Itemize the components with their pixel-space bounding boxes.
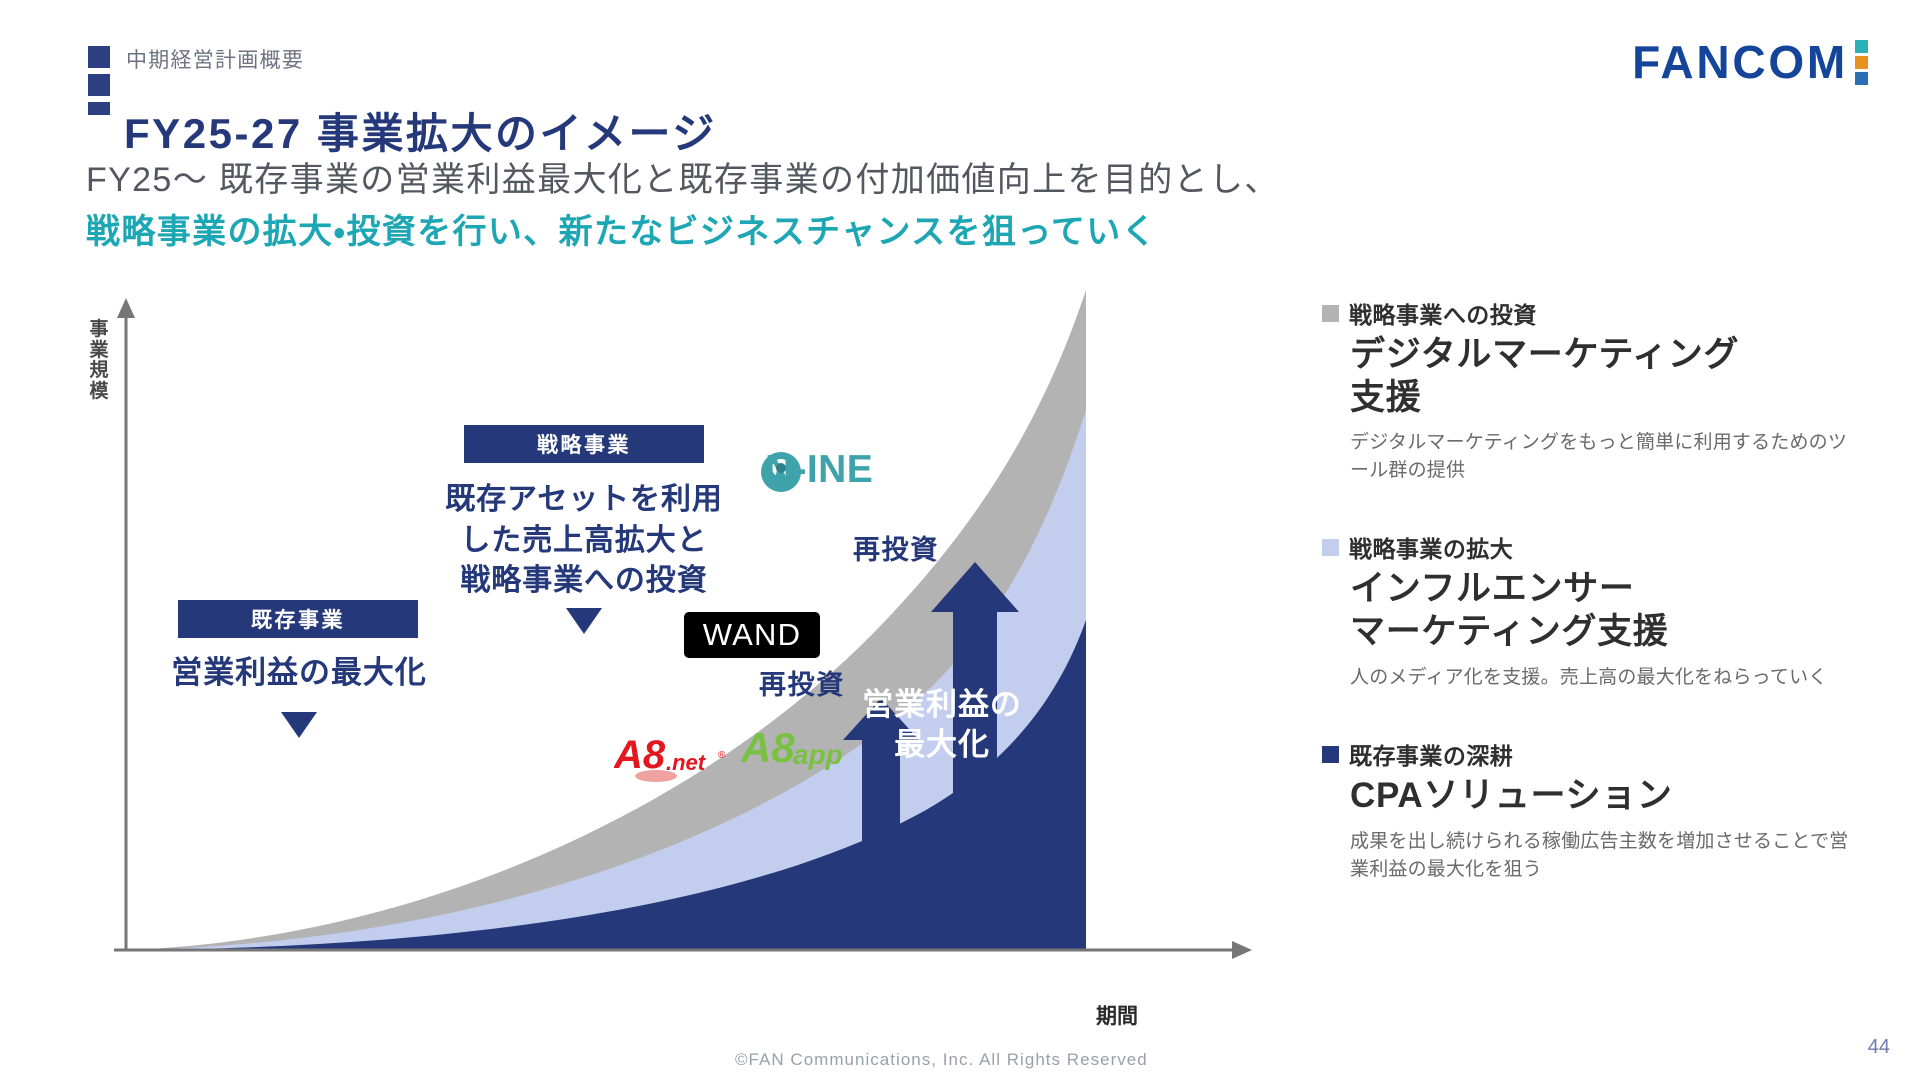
x-axis-arrowhead xyxy=(1232,941,1252,959)
legend-name-1: デジタルマーケティング 支援 xyxy=(1350,334,1862,419)
down-triangle-icon-existing xyxy=(281,712,317,738)
fancom-logo: FANCOM xyxy=(1632,38,1868,86)
legend-category-3: 既存事業の深耕 xyxy=(1349,743,1514,770)
page-title: FY25-27 事業拡大のイメージ xyxy=(124,110,717,158)
n-ine-mark-icon xyxy=(761,452,801,492)
strategic-line-1: 既存アセットを利用 xyxy=(445,483,723,516)
y-axis-label: 事業規模 xyxy=(89,319,109,402)
wand-logo: WAND xyxy=(684,612,820,658)
reinvest-label-upper: 再投資 xyxy=(853,535,939,565)
logo-square-orange xyxy=(1855,55,1868,69)
strategic-line-2: した売上高拡大と xyxy=(460,523,708,557)
copyright-footer: ©FAN Communications, Inc. All Rights Res… xyxy=(735,1050,1148,1069)
svg-text:A8: A8 xyxy=(741,724,795,771)
legend-description-1: デジタルマーケティングをもっと簡単に利用するためのツール群の提供 xyxy=(1350,432,1848,481)
tag-strategic-business: 戦略事業 xyxy=(464,425,704,463)
reinvest-arrow-upper xyxy=(931,562,1019,820)
tag-existing-business: 既存事業 xyxy=(178,600,418,638)
n-ine-logo: N-INE xyxy=(759,450,873,492)
logo-square-teal xyxy=(1855,39,1868,53)
accent-square-2 xyxy=(88,74,110,96)
legend-name-1-line1: デジタルマーケティング xyxy=(1350,335,1740,374)
growth-chart: 事業規模 期間 既存事業 営業利益の最大化 戦略事業 既存アセットを利用 した売… xyxy=(86,290,1286,1028)
subheadline-line1: FY25〜 既存事業の営業利益最大化と既存事業の付加価値向上を目的とし、 xyxy=(86,161,1280,199)
legend-description-3: 成果を出し続けられる稼働広告主数を増加させることで営業利益の最大化を狙う xyxy=(1350,831,1849,880)
profit-max-line-2: 最大化 xyxy=(894,727,990,763)
legend-name-3: CPAソリューション xyxy=(1350,775,1862,818)
legend-category-1: 戦略事業への投資 xyxy=(1349,302,1537,328)
existing-business-text: 営業利益の最大化 xyxy=(171,655,427,690)
svg-text:®: ® xyxy=(718,750,726,761)
reinvest-arrow-lower xyxy=(843,698,919,850)
legend-item-influencer-marketing: 戦略事業の拡大 インフルエンサー マーケティング支援 人のメディア化を支援。売上… xyxy=(1322,530,1862,691)
legend-panel: 戦略事業への投資 デジタルマーケティング 支援 デジタルマーケティングをもっと簡… xyxy=(1322,296,1862,929)
svg-text:A8: A8 xyxy=(614,733,666,777)
logo-wordmark: FANCOM xyxy=(1632,36,1848,88)
eyebrow-label: 中期経営計画概要 xyxy=(126,49,305,72)
profit-max-line-1: 営業利益の xyxy=(862,687,1022,722)
strategic-line-3: 戦略事業への投資 xyxy=(460,564,708,597)
legend-name-2-line2: マーケティング支援 xyxy=(1350,612,1669,652)
legend-name-1-line2: 支援 xyxy=(1350,377,1422,417)
legend-name-2: インフルエンサー マーケティング支援 xyxy=(1350,568,1862,653)
legend-item-cpa-solution: 既存事業の深耕 CPAソリューション 成果を出し続けられる稼働広告主数を増加させ… xyxy=(1322,737,1862,883)
area-strategic-expansion xyxy=(126,410,1086,950)
svg-text:app: app xyxy=(793,739,843,770)
legend-item-digital-marketing: 戦略事業への投資 デジタルマーケティング 支援 デジタルマーケティングをもっと簡… xyxy=(1322,296,1862,484)
profit-max-text: 営業利益の 最大化 xyxy=(842,685,1042,766)
reinvest-label-lower: 再投資 xyxy=(759,670,845,700)
legend-description-2: 人のメディア化を支援。売上高の最大化をねらっていく xyxy=(1350,666,1828,688)
legend-head-3: 既存事業の深耕 xyxy=(1322,737,1862,771)
legend-name-2-line1: インフルエンサー xyxy=(1350,569,1635,609)
area-existing-business xyxy=(126,620,1086,950)
strategic-business-text: 既存アセットを利用 した売上高拡大と 戦略事業への投資 xyxy=(434,480,734,602)
a8net-wordmark-icon: A8 .net ® xyxy=(614,733,726,782)
legend-head-2: 戦略事業の拡大 xyxy=(1322,530,1862,564)
legend-category-2: 戦略事業の拡大 xyxy=(1349,536,1514,563)
y-axis-arrowhead xyxy=(117,298,135,318)
svg-text:.net: .net xyxy=(666,750,707,775)
subheadline-line2: 戦略事業の拡大・投資を行い、新たなビジネスチャンスを狙っていく xyxy=(86,213,1157,251)
header-accent-marks xyxy=(88,46,110,115)
a8app-wordmark-icon: A8 app xyxy=(741,724,843,771)
legend-swatch-periwinkle-icon xyxy=(1322,538,1339,556)
legend-head-1: 戦略事業への投資 xyxy=(1322,296,1862,330)
logo-square-blue xyxy=(1855,71,1868,85)
legend-name-3-line1: CPAソリューション xyxy=(1350,776,1673,816)
legend-swatch-navy-icon xyxy=(1322,745,1339,763)
accent-square-1 xyxy=(88,46,110,68)
logo-squares xyxy=(1855,39,1868,85)
accent-square-3 xyxy=(88,102,110,115)
legend-swatch-gray-icon xyxy=(1322,304,1339,322)
x-axis-label: 期間 xyxy=(1096,1005,1138,1028)
chart-svg xyxy=(114,290,1252,959)
down-triangle-icon-strategic xyxy=(566,608,602,634)
page-number: 44 xyxy=(1867,1036,1890,1058)
